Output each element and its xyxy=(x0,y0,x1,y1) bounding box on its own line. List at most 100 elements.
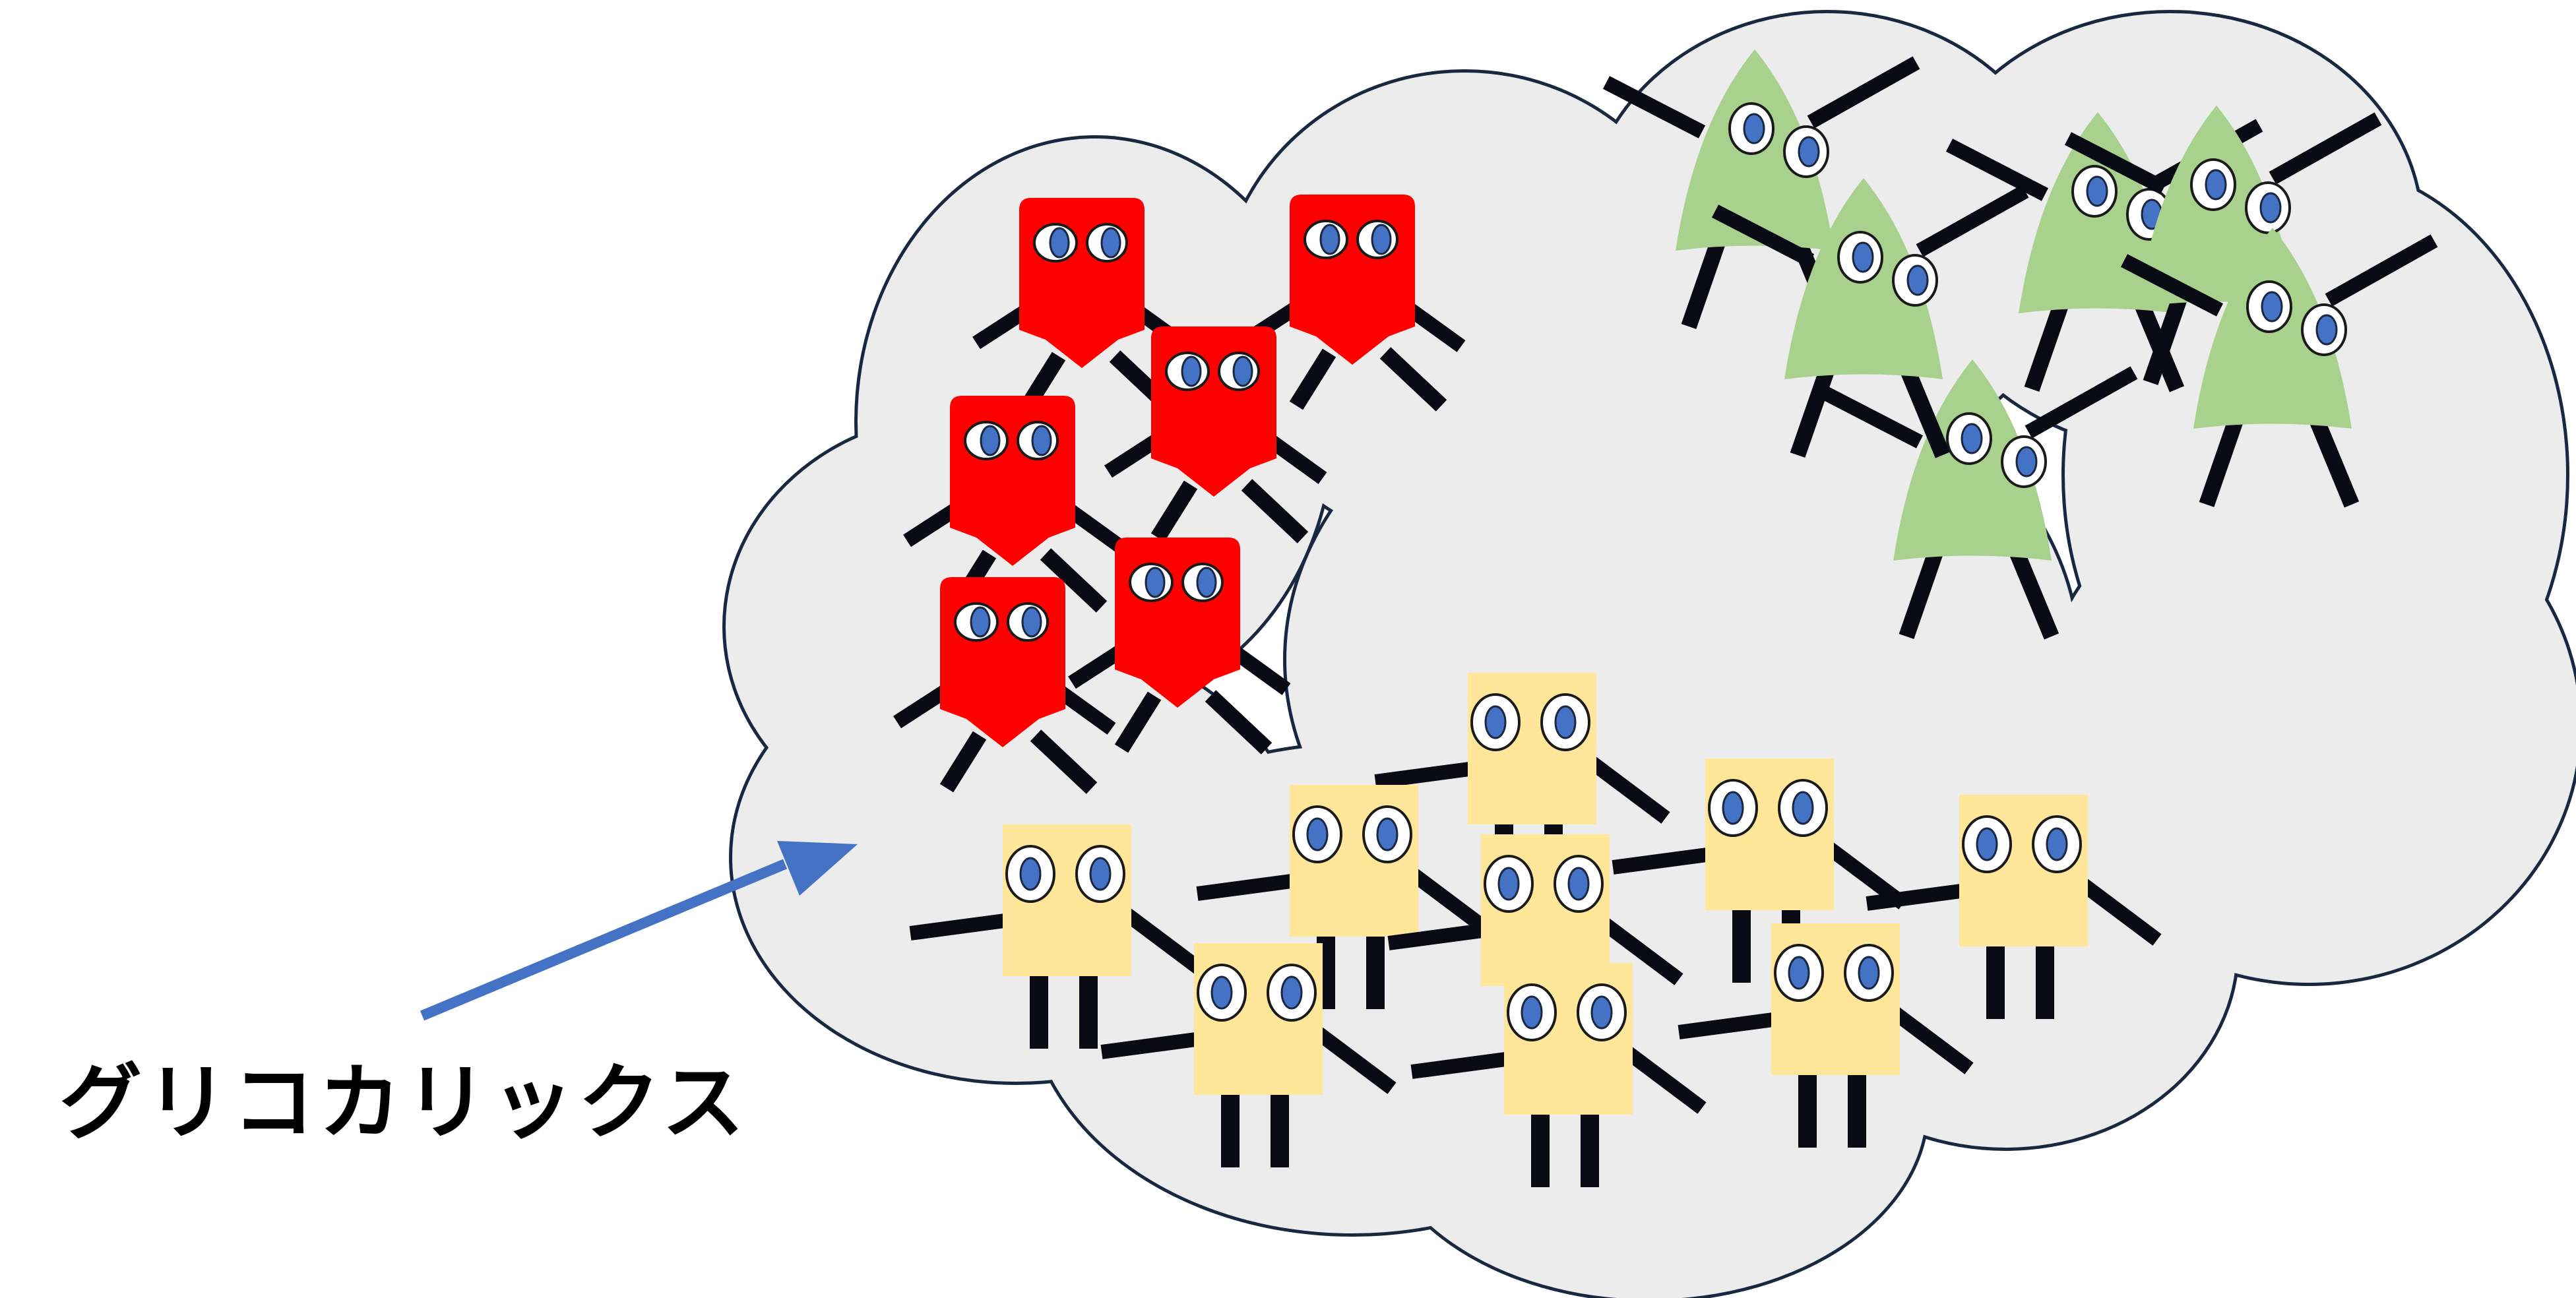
left-arm xyxy=(1100,1032,1202,1059)
green-character xyxy=(1820,359,2138,640)
right-arm xyxy=(2325,234,2438,307)
left-arm xyxy=(1866,883,1967,911)
left-arm xyxy=(1602,76,1706,139)
pupil xyxy=(1145,567,1166,598)
right-arm xyxy=(1308,1023,1397,1094)
pupil xyxy=(2315,314,2338,346)
left-leg xyxy=(1899,548,1944,639)
left-arm xyxy=(1678,1012,1779,1039)
red-character xyxy=(972,198,1195,415)
yellow-character xyxy=(1196,785,1492,1009)
pupil xyxy=(1196,567,1217,598)
pupil xyxy=(1722,791,1744,825)
left-arm xyxy=(1410,1051,1512,1079)
red-character xyxy=(1243,195,1466,412)
pupil xyxy=(1858,956,1880,990)
pupil xyxy=(2046,827,2068,861)
arrow-head xyxy=(777,841,858,896)
pupil xyxy=(1590,995,1613,1030)
left-arm xyxy=(2120,254,2224,317)
pointer-arrow xyxy=(420,841,858,1021)
right-arm xyxy=(2073,875,2162,946)
pupil xyxy=(1100,227,1121,259)
pupil xyxy=(1306,817,1329,851)
left-leg xyxy=(2199,416,2244,507)
left-leg xyxy=(1681,238,1726,329)
pupil xyxy=(1210,975,1233,1010)
pupil xyxy=(1852,241,1874,273)
yellow-character xyxy=(1100,943,1397,1167)
pupil xyxy=(1788,956,1810,990)
left-arm xyxy=(1196,873,1298,901)
pupil xyxy=(1376,817,1398,851)
pupil xyxy=(1521,995,1543,1030)
left-leg xyxy=(1114,691,1162,753)
pupil xyxy=(1049,227,1070,259)
red-character xyxy=(893,577,1116,794)
right-arm xyxy=(1885,1003,1974,1074)
pupil xyxy=(1181,355,1202,387)
pupil xyxy=(1031,425,1052,456)
left-leg xyxy=(1150,480,1198,542)
pupil xyxy=(2086,175,2108,207)
right-arm xyxy=(2025,366,2138,439)
pupil xyxy=(1021,606,1042,638)
pupil xyxy=(2205,169,2227,201)
pupil xyxy=(1906,264,1929,296)
right-leg xyxy=(1241,479,1309,543)
pupil xyxy=(1089,857,1112,891)
left-arm xyxy=(1711,204,1815,267)
left-arm xyxy=(1374,761,1476,789)
pupil xyxy=(1798,136,1820,168)
pupil xyxy=(1371,224,1392,255)
pupil xyxy=(1484,705,1507,739)
pupil xyxy=(1961,423,1983,454)
left-leg xyxy=(1289,348,1336,410)
left-arm xyxy=(1387,923,1489,950)
left-arm xyxy=(1612,847,1713,875)
yellow-characters xyxy=(909,673,2162,1187)
red-character xyxy=(1104,326,1327,543)
right-arm xyxy=(1404,865,1492,936)
yellow-character xyxy=(909,824,1205,1049)
green-character xyxy=(2120,228,2438,508)
yellow-character xyxy=(1387,834,1683,1059)
right-arm xyxy=(1117,904,1205,975)
right-leg xyxy=(1040,548,1108,613)
left-leg xyxy=(939,731,987,793)
pupil xyxy=(2261,291,2283,323)
left-arm xyxy=(1945,139,2049,201)
yellow-character xyxy=(1678,923,1974,1148)
right-leg xyxy=(1030,729,1098,794)
right-arm xyxy=(2269,112,2382,185)
left-leg xyxy=(2024,301,2069,392)
red-characters xyxy=(893,195,1466,794)
left-leg xyxy=(2143,294,2188,385)
pupil xyxy=(1792,791,1814,825)
pupil xyxy=(1976,827,1998,861)
pupil xyxy=(1319,224,1340,255)
left-arm xyxy=(909,913,1011,941)
left-arm xyxy=(2064,132,2168,195)
right-arm xyxy=(1582,753,1670,824)
pupil xyxy=(1232,355,1253,387)
glycocalyx-label: グリコカリックス xyxy=(59,1055,749,1151)
green-characters xyxy=(1602,49,2438,640)
pupil xyxy=(1554,705,1577,739)
pupil xyxy=(1743,113,1765,144)
pupil xyxy=(970,606,991,638)
right-arm xyxy=(1807,56,1920,129)
pupil xyxy=(1280,975,1303,1010)
left-arm xyxy=(1820,386,1924,448)
pupil xyxy=(2015,446,2038,478)
yellow-character xyxy=(1410,963,1707,1187)
pupil xyxy=(2259,192,2282,224)
pupil xyxy=(1497,867,1520,901)
pupil xyxy=(1567,867,1590,901)
pupil xyxy=(1019,857,1042,891)
right-arm xyxy=(1916,185,2029,257)
right-leg xyxy=(1379,347,1447,412)
pupil xyxy=(980,425,1001,456)
arrow-shaft xyxy=(420,859,788,1021)
